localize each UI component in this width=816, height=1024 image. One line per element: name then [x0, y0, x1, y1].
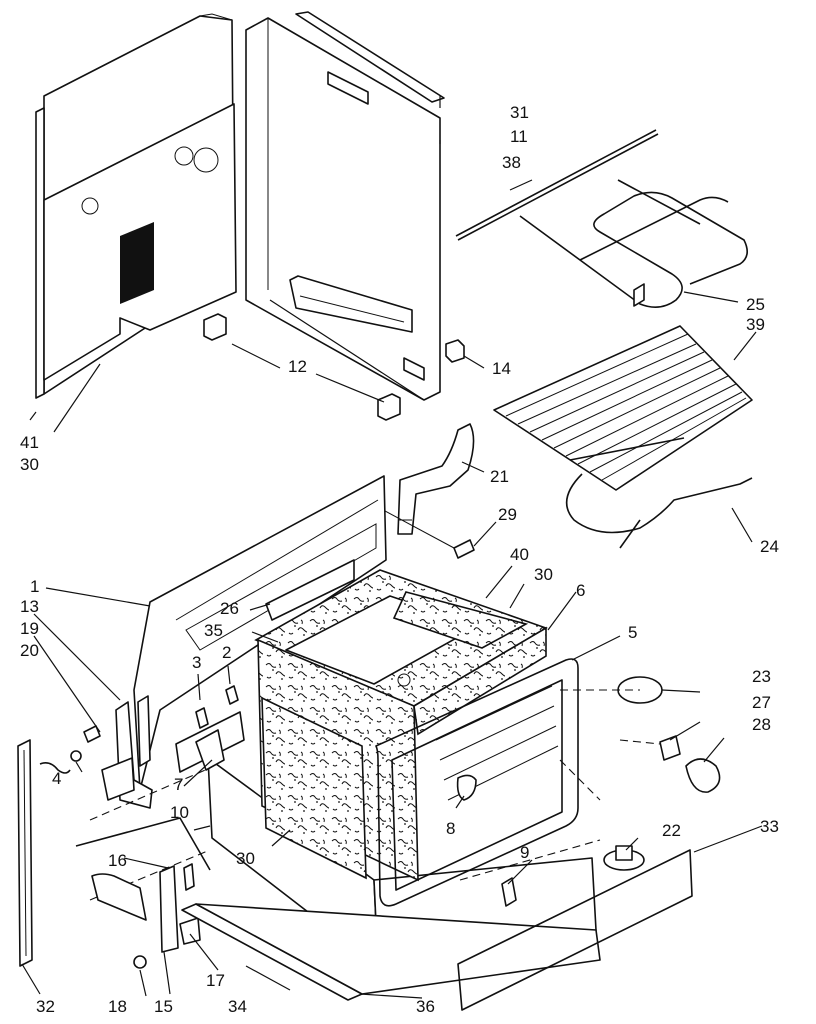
callout-7: 7 — [174, 775, 183, 794]
callout-labels: 31 11 38 25 39 12 14 41 30 21 29 24 1 40… — [20, 103, 779, 1016]
callout-20: 20 — [20, 641, 39, 660]
outer-side-panel — [35, 13, 237, 399]
leveling-leg — [603, 845, 645, 871]
leader-lines — [21, 96, 763, 999]
light-bulb — [685, 758, 721, 793]
callout-28: 28 — [752, 715, 771, 734]
callout-26: 26 — [220, 599, 239, 618]
callout-14: 14 — [492, 359, 511, 378]
mounting-brackets — [203, 313, 465, 421]
callout-30-top: 30 — [534, 565, 553, 584]
callout-5: 5 — [628, 623, 637, 642]
callout-32: 31 — [510, 103, 529, 122]
small-hardware — [39, 685, 517, 907]
callout-12: 12 — [288, 357, 307, 376]
callout-18: 18 — [108, 997, 127, 1016]
callout-36: 35 — [204, 621, 223, 640]
callout-17: 17 — [206, 971, 225, 990]
rear-panel — [245, 17, 441, 401]
callout-6: 6 — [576, 581, 585, 600]
callout-16: 16 — [108, 851, 127, 870]
cavity-insulation — [254, 569, 548, 882]
callout-9: 9 — [520, 843, 529, 862]
thermostat-sensor — [371, 503, 475, 559]
broil-element — [565, 437, 753, 549]
callout-38: 38 — [502, 153, 521, 172]
callout-34: 33 — [760, 817, 779, 836]
callout-33: 32 — [36, 997, 55, 1016]
callout-29: 29 — [498, 505, 517, 524]
oven-front-frame — [375, 658, 579, 907]
vent-grille — [457, 849, 693, 1011]
callout-2: 2 — [222, 643, 231, 662]
callout-10: 10 — [170, 803, 189, 822]
callout-15: 15 — [154, 997, 173, 1016]
lamp-socket — [659, 735, 681, 761]
callout-4: 4 — [52, 769, 61, 788]
vent-duct — [397, 423, 475, 535]
callout-40: 40 — [510, 545, 529, 564]
callout-8: 8 — [446, 819, 455, 838]
callout-19: 19 — [20, 619, 39, 638]
oven-rack — [493, 325, 753, 491]
callout-23: 23 — [752, 667, 771, 686]
callout-41: 41 — [20, 433, 39, 452]
callout-24: 24 — [760, 537, 779, 556]
rack-rod — [455, 129, 659, 241]
callout-3: 3 — [192, 653, 201, 672]
callout-27: 27 — [752, 693, 771, 712]
front-trim-strip — [17, 739, 33, 967]
callout-13: 13 — [20, 597, 39, 616]
callout-35: 34 — [228, 997, 247, 1016]
door-hinge — [75, 817, 211, 969]
callout-11: 11 — [510, 127, 528, 146]
kick-panel — [181, 903, 601, 1001]
callout-25: 25 — [746, 295, 765, 314]
callout-22: 22 — [662, 821, 681, 840]
bake-element — [519, 179, 748, 308]
top-trim-strip — [295, 11, 445, 103]
callout-37: 36 — [416, 997, 435, 1016]
callout-39: 39 — [746, 315, 765, 334]
callout-31: 30 — [20, 455, 39, 474]
callout-21: 21 — [490, 467, 509, 486]
callout-30-bottom: 30 — [236, 849, 255, 868]
callout-1: 1 — [30, 577, 39, 596]
